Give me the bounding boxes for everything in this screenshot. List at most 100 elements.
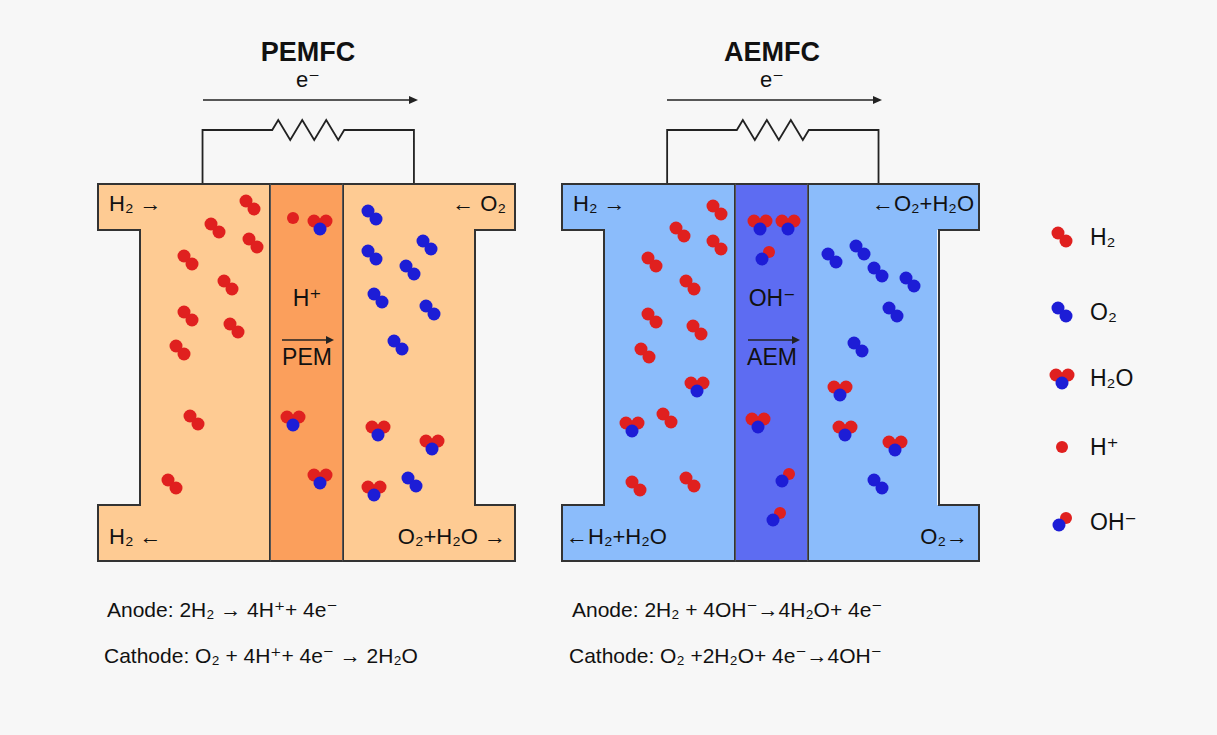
legend-text: OH⁻: [1090, 509, 1137, 535]
atom: [891, 310, 904, 323]
legend-sample: [1053, 512, 1073, 532]
housing-outline: [808, 184, 979, 561]
aemfc-housing: [561, 183, 980, 562]
membrane-label: OH⁻: [749, 285, 796, 311]
atom: [876, 270, 889, 283]
legend-text: H₂: [1090, 224, 1116, 250]
atom: [178, 348, 191, 361]
external-circuit-wire: [667, 120, 878, 183]
atom: [1056, 377, 1069, 390]
atom: [410, 480, 423, 493]
flow-label: O₂→: [920, 524, 968, 550]
atom: [908, 280, 921, 293]
pem-fill: [270, 183, 343, 562]
flow-label: H₂ →: [109, 191, 162, 217]
atom: [1053, 519, 1066, 532]
proton-exchange-membrane: H⁺PEM: [270, 183, 343, 562]
atom: [715, 243, 728, 256]
half-cell-outline: [97, 183, 270, 562]
atom: [715, 208, 728, 221]
atom: [1060, 310, 1073, 323]
atom: [425, 243, 438, 256]
atom: [314, 223, 327, 236]
electron-arrows: [203, 96, 882, 344]
anode-region: H₂ → ←H₂+H₂O: [561, 183, 735, 562]
atom: [643, 351, 656, 364]
atom: [754, 223, 767, 236]
atom: [232, 326, 245, 339]
flow-label: H₂ ←: [109, 524, 162, 550]
atom: [370, 213, 383, 226]
atom: [767, 514, 780, 527]
atom: [858, 248, 871, 261]
atom: [186, 314, 199, 327]
atom: [213, 226, 226, 239]
legend-sample: [1052, 302, 1073, 323]
atom: [665, 416, 678, 429]
flow-label: H₂ →: [573, 191, 626, 217]
legend-sample: [1056, 441, 1068, 453]
atom: [376, 296, 389, 309]
half-reaction: Cathode: O₂ + 4H⁺+ 4e⁻ → 2H₂O: [104, 643, 418, 669]
atom: [251, 241, 264, 254]
atom: [426, 443, 439, 456]
half-reaction: Cathode: O₂ +2H₂O+ 4e⁻→4OH⁻: [569, 643, 882, 669]
half-reaction: Anode: 2H₂ → 4H⁺+ 4e⁻: [107, 597, 338, 623]
atom: [226, 283, 239, 296]
flow-label: O₂+H₂O →: [398, 524, 506, 550]
membrane-label: H⁺: [293, 285, 322, 311]
membrane-label: AEM: [747, 344, 797, 370]
atom: [287, 419, 300, 432]
atom: [856, 345, 869, 358]
electron-label: e⁻: [296, 67, 320, 93]
atom: [839, 429, 852, 442]
housing-outline: [343, 184, 515, 561]
anion-exchange-membrane: OH⁻ AEM: [735, 183, 808, 562]
legend-text: H⁺: [1090, 434, 1119, 460]
housing-outline: [98, 184, 270, 561]
ground: [6, 6, 1211, 729]
atom: [876, 482, 889, 495]
housing-outline: [562, 184, 735, 561]
atom: [678, 230, 691, 243]
cathode-region: ←O₂+H₂O O₂→: [808, 183, 980, 562]
molecules: [162, 195, 921, 527]
flow-label: ← O₂: [452, 191, 506, 217]
atom: [248, 203, 261, 216]
half-reaction: Anode: 2H₂ + 4OH⁻→4H₂O+ 4e⁻: [572, 597, 882, 623]
pemfc-housing: [97, 183, 516, 562]
atom: [634, 484, 647, 497]
atom: [408, 268, 421, 281]
atom: [370, 253, 383, 266]
anode-region: H₂ → H₂ ←: [97, 183, 270, 562]
external-circuit-wire: [203, 120, 414, 183]
atom: [688, 480, 701, 493]
atom: [650, 260, 663, 273]
atom: [170, 482, 183, 495]
cathode-region: ← O₂ O₂+H₂O →: [343, 183, 516, 562]
atom: [1056, 441, 1068, 453]
legend-text: O₂: [1090, 299, 1117, 325]
atom: [192, 418, 205, 431]
atom: [695, 328, 708, 341]
legend-sample: [1050, 369, 1075, 390]
flow-label: ←O₂+H₂O: [872, 191, 974, 217]
atom: [756, 253, 769, 266]
atom: [372, 429, 385, 442]
half-cell-outline: [808, 183, 980, 562]
atom: [688, 283, 701, 296]
atom: [626, 425, 639, 438]
flow-label: ←H₂+H₂O: [566, 524, 667, 550]
atom: [314, 477, 327, 490]
atom: [830, 256, 843, 269]
atom: [834, 389, 847, 402]
atom: [650, 316, 663, 329]
atom: [1060, 235, 1073, 248]
atom: [752, 421, 765, 434]
atom: [396, 343, 409, 356]
atom: [368, 489, 381, 502]
